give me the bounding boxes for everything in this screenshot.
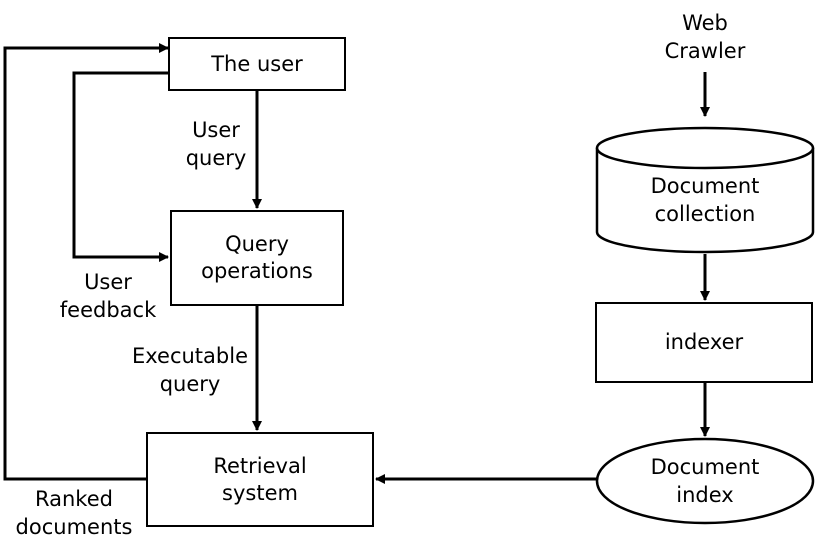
document-collection-label: Document collection — [650, 174, 760, 226]
document-index-label: Document index — [650, 455, 760, 507]
document-index-ellipse — [595, 437, 815, 525]
executable-query-label: Executable query — [131, 344, 248, 396]
user-feedback-label: User feedback — [59, 270, 157, 322]
user-query-label: User query — [185, 118, 247, 170]
indexer-box: indexer — [595, 302, 813, 383]
query-operations-box: Query operations — [170, 210, 344, 306]
query-operations-label: Query operations — [201, 232, 313, 283]
web-crawler-label: Web Crawler — [664, 11, 746, 63]
retrieval-system-label: Retrieval system — [213, 453, 307, 505]
ranked-documents-arrow — [3, 43, 169, 481]
user-feedback-arrow — [72, 71, 169, 262]
user-box: The user — [168, 37, 346, 91]
ranked-documents-label: Ranked documents — [15, 487, 133, 539]
retrieval-system-box: Retrieval system — [146, 432, 374, 527]
document-collection-cylinder — [595, 126, 815, 254]
user-box-label: The user — [211, 51, 303, 76]
indexer-label: indexer — [664, 330, 744, 354]
